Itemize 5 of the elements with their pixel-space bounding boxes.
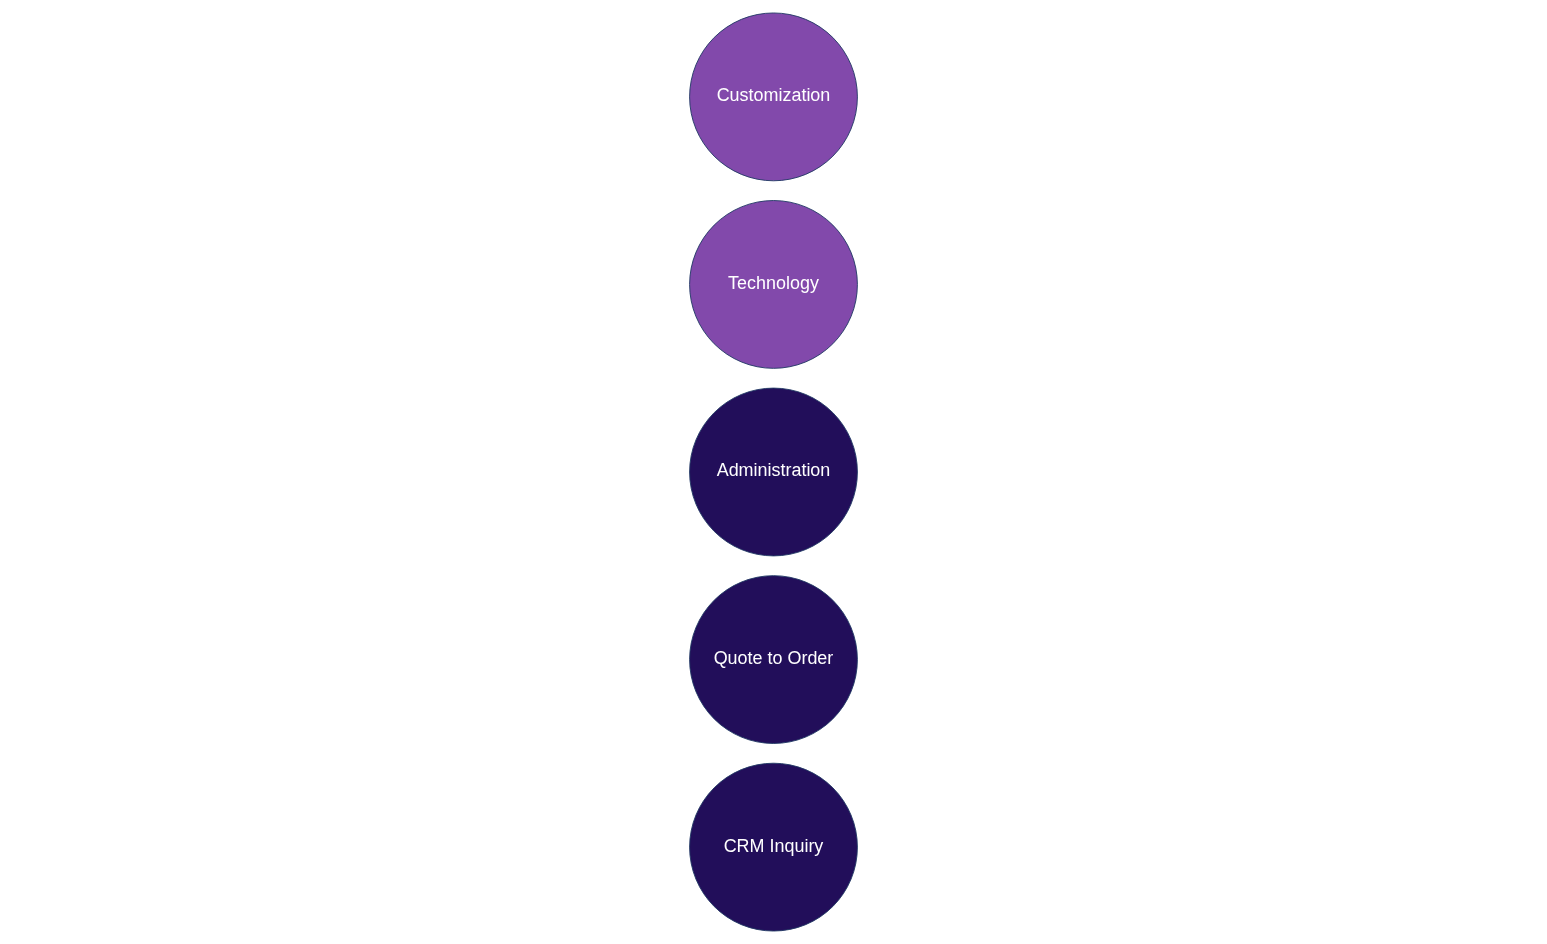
node-circle: Technology — [689, 200, 858, 369]
node-circle: Customization — [689, 12, 858, 182]
node-circle: Administration — [689, 387, 858, 557]
node-circle: CRM Inquiry — [689, 762, 858, 932]
node-circle: Quote to Order — [689, 575, 858, 744]
